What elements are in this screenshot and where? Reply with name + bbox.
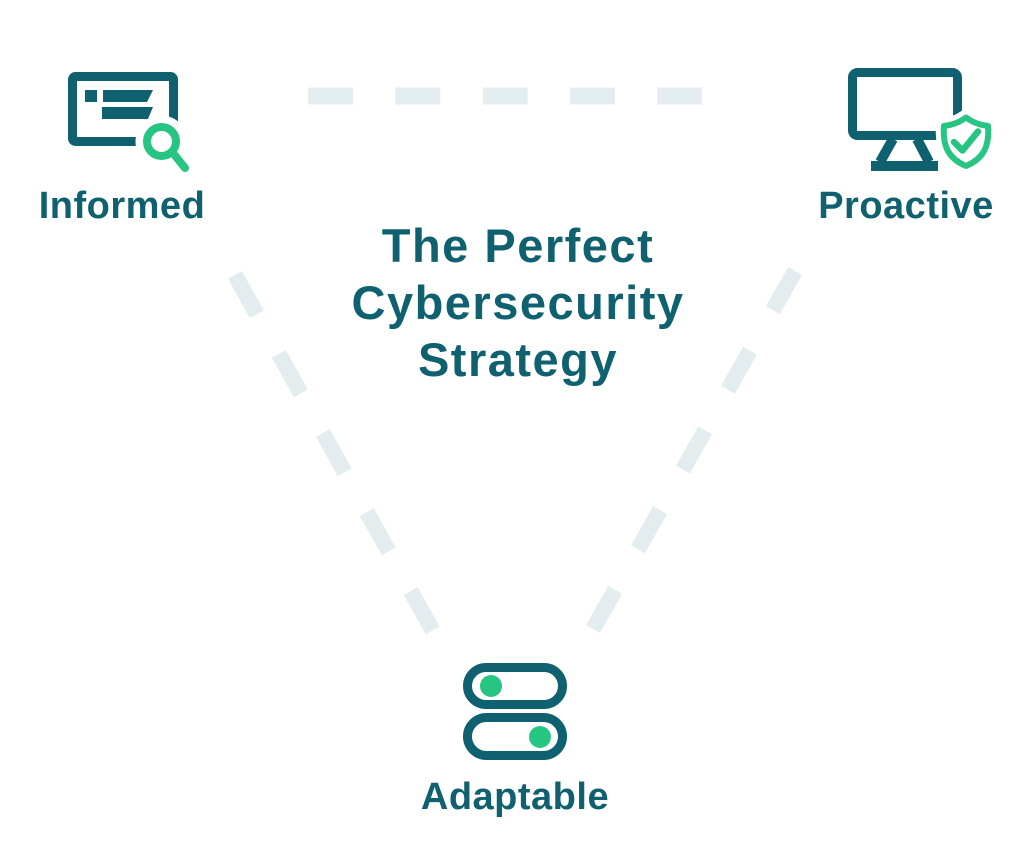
- node-label-proactive: Proactive: [818, 185, 994, 227]
- magnifier-lens: [143, 123, 180, 160]
- report-frame: [68, 72, 178, 146]
- node-label-adaptable: Adaptable: [420, 776, 610, 818]
- report-text-line-2: [102, 107, 153, 119]
- diagram-title: The Perfect Cybersecurity Strategy: [293, 217, 743, 388]
- report-text-line-1: [103, 90, 153, 102]
- monitor-stand-base: [871, 161, 938, 171]
- monitor-shield-check-icon: [848, 68, 996, 174]
- toggle-top-track: [463, 663, 567, 709]
- title-line-2: Cybersecurity: [351, 276, 685, 329]
- monitor-stand-right-leg: [912, 136, 934, 165]
- report-magnifier-icon: [68, 72, 189, 172]
- node-label-informed: Informed: [38, 185, 206, 227]
- report-bullet: [85, 90, 97, 102]
- toggle-top-knob-left: [480, 675, 502, 697]
- monitor-stand-left-leg: [875, 136, 898, 165]
- title-line-3: Strategy: [417, 333, 619, 386]
- title-line-1: The Perfect: [381, 219, 655, 272]
- toggle-bottom-knob-right: [529, 726, 551, 748]
- dashed-line-right: [586, 267, 802, 633]
- magnifier-handle: [169, 149, 189, 172]
- toggle-bottom-track: [463, 713, 567, 760]
- monitor-screen: [848, 68, 962, 140]
- toggle-switches-icon: [463, 663, 567, 760]
- dashed-line-left: [228, 271, 440, 635]
- shield-checkmark: [950, 128, 982, 154]
